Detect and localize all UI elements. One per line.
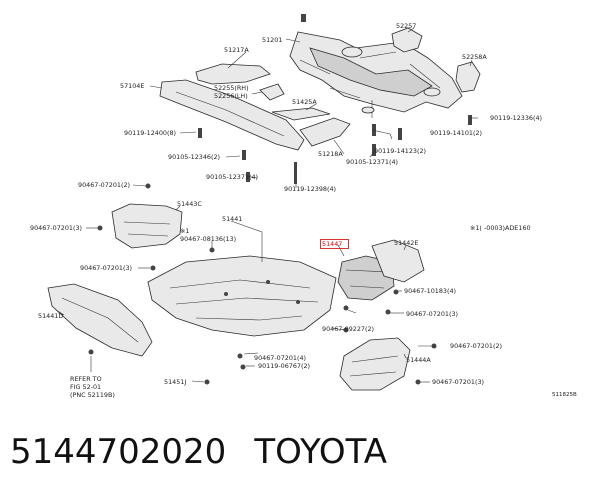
callout-52257: 52257	[396, 22, 416, 30]
highlight-51447	[320, 239, 349, 249]
callout-90467-07201-2: 90467-07201(2)	[78, 181, 130, 189]
callout-90105-12371-b: 90105-12371(4)	[206, 173, 258, 181]
callout-51441d: 51441D	[38, 312, 63, 320]
callout-51444a: 51444A	[406, 356, 431, 364]
callout-52258a: 52258A	[462, 53, 487, 61]
callout-90467-07201-4: 90467-07201(4)	[254, 354, 306, 362]
callout-90467-07201-3: 90467-07201(3)	[30, 224, 82, 232]
callout-90467-10183: 90467-10183(4)	[404, 287, 456, 295]
callout-90119-14123: 90119-14123(2)	[374, 147, 426, 155]
rod-51425a	[271, 107, 331, 121]
callout-51218a: 51218A	[318, 150, 343, 158]
callout-90119-14101: 90119-14101(2)	[430, 129, 482, 137]
callout-90467-07201-2b: 90467-07201(2)	[450, 342, 502, 350]
callout-52256: 52256(LH)	[214, 92, 248, 100]
callout-51441: 51441	[222, 215, 242, 223]
callout-90105-12346: 90105-12346(2)	[168, 153, 220, 161]
callout-note-mark: ※1	[180, 227, 189, 235]
parts-diagram: 51201 52257 51217A 52258A 57104E 52255(R…	[30, 14, 577, 399]
crossmember-51201	[289, 31, 463, 118]
callout-90467-07201-3d: 90467-07201(3)	[432, 378, 484, 386]
callout-labels: 51201 52257 51217A 52258A 57104E 52255(R…	[30, 22, 577, 399]
callout-90105-12371-a: 90105-12371(4)	[346, 158, 398, 166]
callout-51425a: 51425A	[292, 98, 317, 106]
callout-90119-12336: 90119-12336(4)	[490, 114, 542, 122]
brand-name: TOYOTA	[254, 432, 388, 472]
callout-90467-07201-3b: 90467-07201(3)	[80, 264, 132, 272]
callout-51217a: 51217A	[224, 46, 249, 54]
bracket-52257	[391, 27, 423, 53]
callout-51443c: 51443C	[177, 200, 202, 208]
fastener-bolts	[88, 14, 472, 385]
callout-90467-09227: 90467-09227(2)	[322, 325, 374, 333]
crossbar-57104e	[159, 79, 305, 151]
callout-51201: 51201	[262, 36, 282, 44]
callout-90119-12400: 90119-12400(8)	[124, 129, 176, 137]
callout-52255: 52255(RH)	[214, 84, 249, 92]
brace-52255	[259, 83, 285, 101]
callout-51447: 51447	[322, 240, 342, 248]
cover-51441d	[47, 283, 153, 357]
callout-90467-07201-3c: 90467-07201(3)	[406, 310, 458, 318]
callout-51442e: 51442E	[394, 239, 418, 247]
cover-51444a	[339, 337, 411, 391]
cover-51441	[147, 255, 337, 337]
callout-57104e: 57104E	[120, 82, 144, 90]
callout-90119-06767: 90119-06767(2)	[258, 362, 310, 370]
leader-lines	[55, 27, 478, 383]
refer-note-line-1: REFER TO	[70, 375, 102, 383]
refer-note-line-3: (PNC 52119B)	[70, 391, 115, 399]
part-caption: 5144702020 TOYOTA	[10, 432, 387, 472]
callout-90119-12398: 90119-12398(4)	[284, 185, 336, 193]
figure-code: 511825B	[552, 392, 577, 398]
brace-51217a	[195, 63, 271, 85]
refer-note-line-2: FIG 52-01	[70, 383, 101, 391]
cover-51443c	[111, 203, 183, 249]
brace-51218a	[299, 117, 351, 147]
callout-51451j: 51451J	[164, 378, 186, 386]
bracket-52258a	[455, 61, 481, 93]
cover-51442e	[371, 239, 425, 283]
part-number: 5144702020	[10, 432, 227, 472]
callout-note-range: ※1( -0003)ADE160	[470, 224, 531, 232]
callout-90467-08136: 90467-08136(13)	[180, 235, 236, 243]
